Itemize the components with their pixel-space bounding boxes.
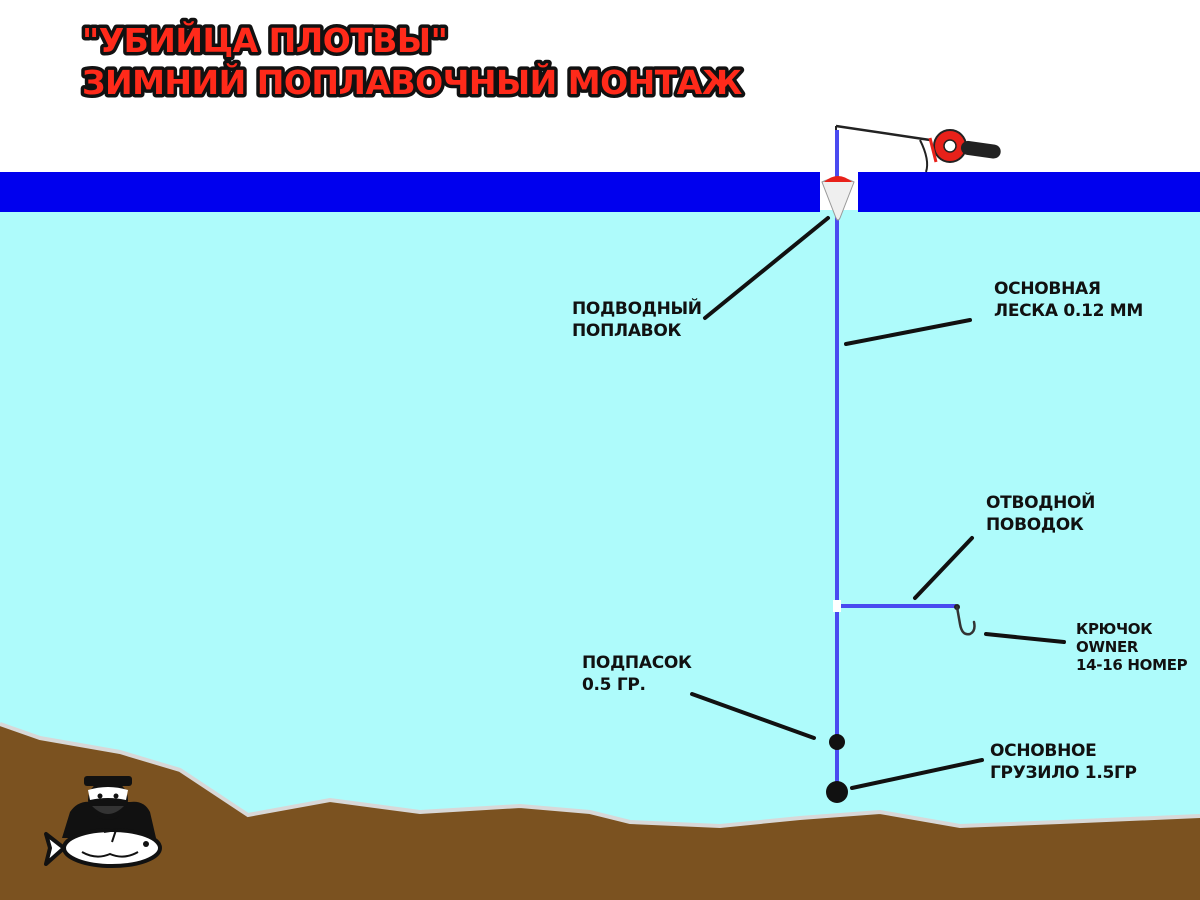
fisherman-with-fish-logo [44,776,162,868]
lake-bottom [0,724,1200,900]
svg-text:ОСНОВНОЕ: ОСНОВНОЕ [990,741,1096,761]
ice-layer-right [858,172,1200,212]
label-float: ПОДВОДНЫЙ ПОПЛАВОК [572,297,702,341]
diagram-title-line2: ЗИМНИЙ ПОПЛАВОЧНЫЙ МОНТАЖ [82,62,742,102]
pointer-main-weight [850,758,984,790]
svg-text:ПОПЛАВОК: ПОПЛАВОК [572,321,681,341]
svg-text:ПОДПАСОК: ПОДПАСОК [582,653,692,673]
pointer-leader [913,536,974,600]
svg-text:ОТВОДНОЙ: ОТВОДНОЙ [986,491,1095,513]
pointer-hook [984,632,1066,644]
ice-layer-left [0,172,820,212]
label-sub-weight: ПОДПАСОК 0.5 ГР. [582,653,692,695]
pointer-float [703,216,830,320]
diagram-title-line1: "УБИЙЦА ПЛОТВЫ" [82,20,447,60]
svg-text:ПОВОДОК: ПОВОДОК [986,515,1084,535]
winter-fishing-rod-icon [835,124,1001,173]
label-main-weight: ОСНОВНОЕ ГРУЗИЛО 1.5ГР [990,741,1137,783]
svg-text:ПОДВОДНЫЙ: ПОДВОДНЫЙ [572,297,702,319]
pointer-sub-weight [690,692,816,740]
label-leader: ОТВОДНОЙ ПОВОДОК [986,491,1095,535]
underwater-float-icon [821,176,855,221]
label-main-line: ОСНОВНАЯ ЛЕСКА 0.12 ММ [994,279,1143,321]
svg-text:14-16 НОМЕР: 14-16 НОМЕР [1076,656,1188,674]
svg-text:ГРУЗИЛО 1.5ГР: ГРУЗИЛО 1.5ГР [990,763,1137,783]
hook-icon [954,604,976,636]
label-hook: КРЮЧОК OWNER 14-16 НОМЕР [1076,620,1188,674]
pointer-main-line [844,318,972,346]
main-weight-icon [826,781,848,803]
leader-swivel [833,600,841,612]
sky-background [0,0,1200,175]
svg-text:0.5 ГР.: 0.5 ГР. [582,675,646,695]
sub-weight-icon [829,734,845,750]
svg-text:OWNER: OWNER [1076,638,1139,656]
lake-bottom-edge [0,722,1200,829]
svg-text:ЛЕСКА 0.12 ММ: ЛЕСКА 0.12 ММ [994,301,1143,321]
svg-text:КРЮЧОК: КРЮЧОК [1076,620,1153,638]
svg-text:ОСНОВНАЯ: ОСНОВНАЯ [994,279,1101,299]
